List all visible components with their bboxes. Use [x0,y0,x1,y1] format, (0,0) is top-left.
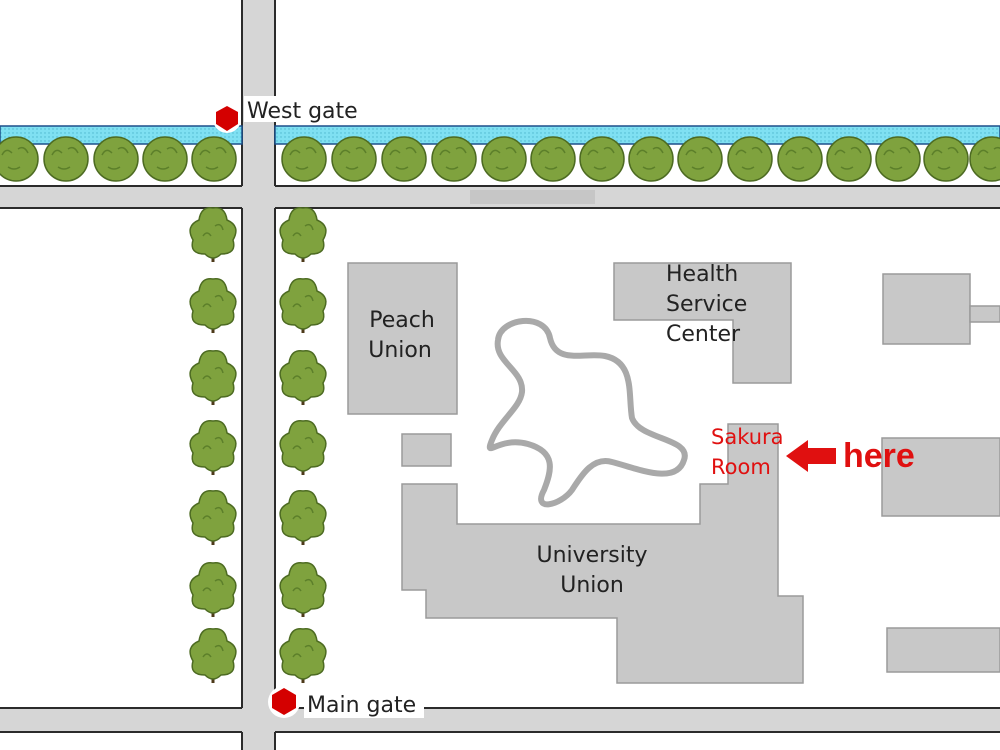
health-center-label-line1: Health [666,262,738,287]
north-south-road [242,0,275,750]
courtyard-path [486,318,688,508]
east-building-3 [886,627,1000,673]
university-union-building[interactable] [401,423,804,684]
tree-column-east [278,206,328,685]
west-gate-label: West gate [247,99,358,124]
university-union-label-line2: Union [560,573,624,598]
left-arrow-icon [786,440,836,472]
here-label: here [843,437,915,475]
east-connector [969,305,1000,323]
peach-union-label-line1: Peach [369,308,435,333]
sakura-room-label-line2[interactable]: Room [711,455,771,479]
university-union-label-line1: University [537,543,648,568]
west-gate-marker[interactable] [213,105,241,133]
tree-column-west [188,206,238,685]
main-gate-marker[interactable] [268,686,300,718]
health-center-label-line2: Service [666,292,747,317]
peach-union-label-line2: Union [368,338,432,363]
east-building-1 [882,273,971,345]
health-service-center-building[interactable] [613,262,792,384]
red-dot-icon [272,688,296,715]
west-gate-label-group: West gate [244,96,364,124]
sakura-room-label-line1[interactable]: Sakura [711,425,784,449]
small-building [401,433,452,467]
peach-union-building[interactable] [347,262,458,415]
main-gate-label: Main gate [307,693,416,718]
tree-row-north [0,136,1000,182]
buildings [347,262,1000,684]
east-building-2 [881,437,1000,517]
red-dot-icon [216,106,238,131]
main-gate-label-group: Main gate [304,690,424,718]
south-road [0,708,1000,732]
health-center-label-line3: Center [666,322,741,347]
